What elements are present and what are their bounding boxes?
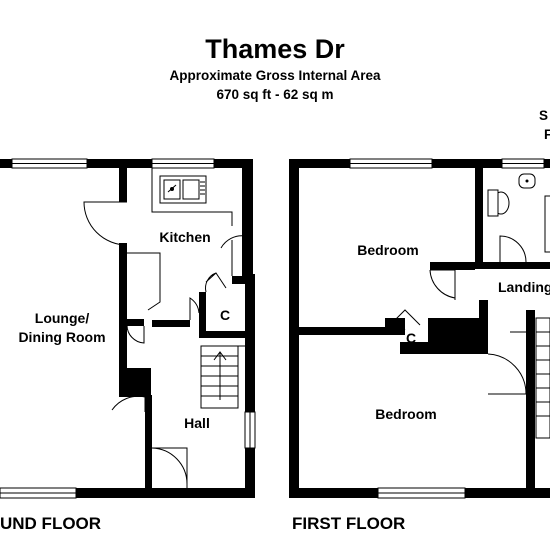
cut-text-2: F [544,127,550,142]
wall [199,331,245,338]
plan-title: Thames Dr [205,34,345,64]
room-label-hall: Hall [184,415,210,431]
wall [199,292,206,338]
wall [400,342,430,354]
wall [119,243,127,319]
wall [119,368,151,397]
wall [289,327,405,335]
room-label-bedroom-bottom: Bedroom [375,406,436,422]
wall [232,276,252,284]
area-label: Approximate Gross Internal Area [169,68,381,83]
wall [428,318,488,354]
door-swing [189,297,200,320]
door-swing [151,447,188,488]
wall [119,319,144,326]
ground-floor-plan: Kitchen C Lounge/ Dining Room Hall UND F… [0,158,256,533]
wall [475,159,483,269]
wall [0,488,255,498]
wall [385,318,405,335]
area-value: 670 sq ft - 62 sq m [216,87,333,102]
wall [430,262,475,270]
room-label-kitchen: Kitchen [159,229,210,245]
door-swing [394,309,421,331]
door-swing [499,235,527,263]
wall [475,262,550,269]
door-swing [83,201,128,246]
door-swing [111,395,146,412]
room-label-landing: Landing [498,279,550,295]
room-label-bedroom-top: Bedroom [357,242,418,258]
wall [119,159,127,202]
first-floor-plan: Bedroom C Landing Bedroom FIRST FLOOR [289,158,550,533]
wall [479,300,488,354]
bath [544,195,550,253]
door-swing [429,269,456,300]
room-label-lounge-1: Lounge/ [35,310,90,326]
floor-label-ground: UND FLOOR [0,514,101,533]
floor-label-first: FIRST FLOOR [292,514,405,533]
wall [152,320,190,327]
wall [245,274,255,498]
room-label-cupboard: C [220,307,230,323]
door-swing [126,324,145,344]
wall [242,159,253,277]
door-swing [487,353,527,395]
stairs [535,317,550,439]
wall [526,310,535,488]
wall [145,445,152,488]
wall [145,395,152,445]
wall [119,319,127,397]
room-label-lounge-2: Dining Room [18,329,105,345]
room-label-cupboard-first: C [406,330,416,346]
cut-text-1: S [539,108,548,123]
door-swing [220,235,246,249]
door-swing [205,272,227,293]
